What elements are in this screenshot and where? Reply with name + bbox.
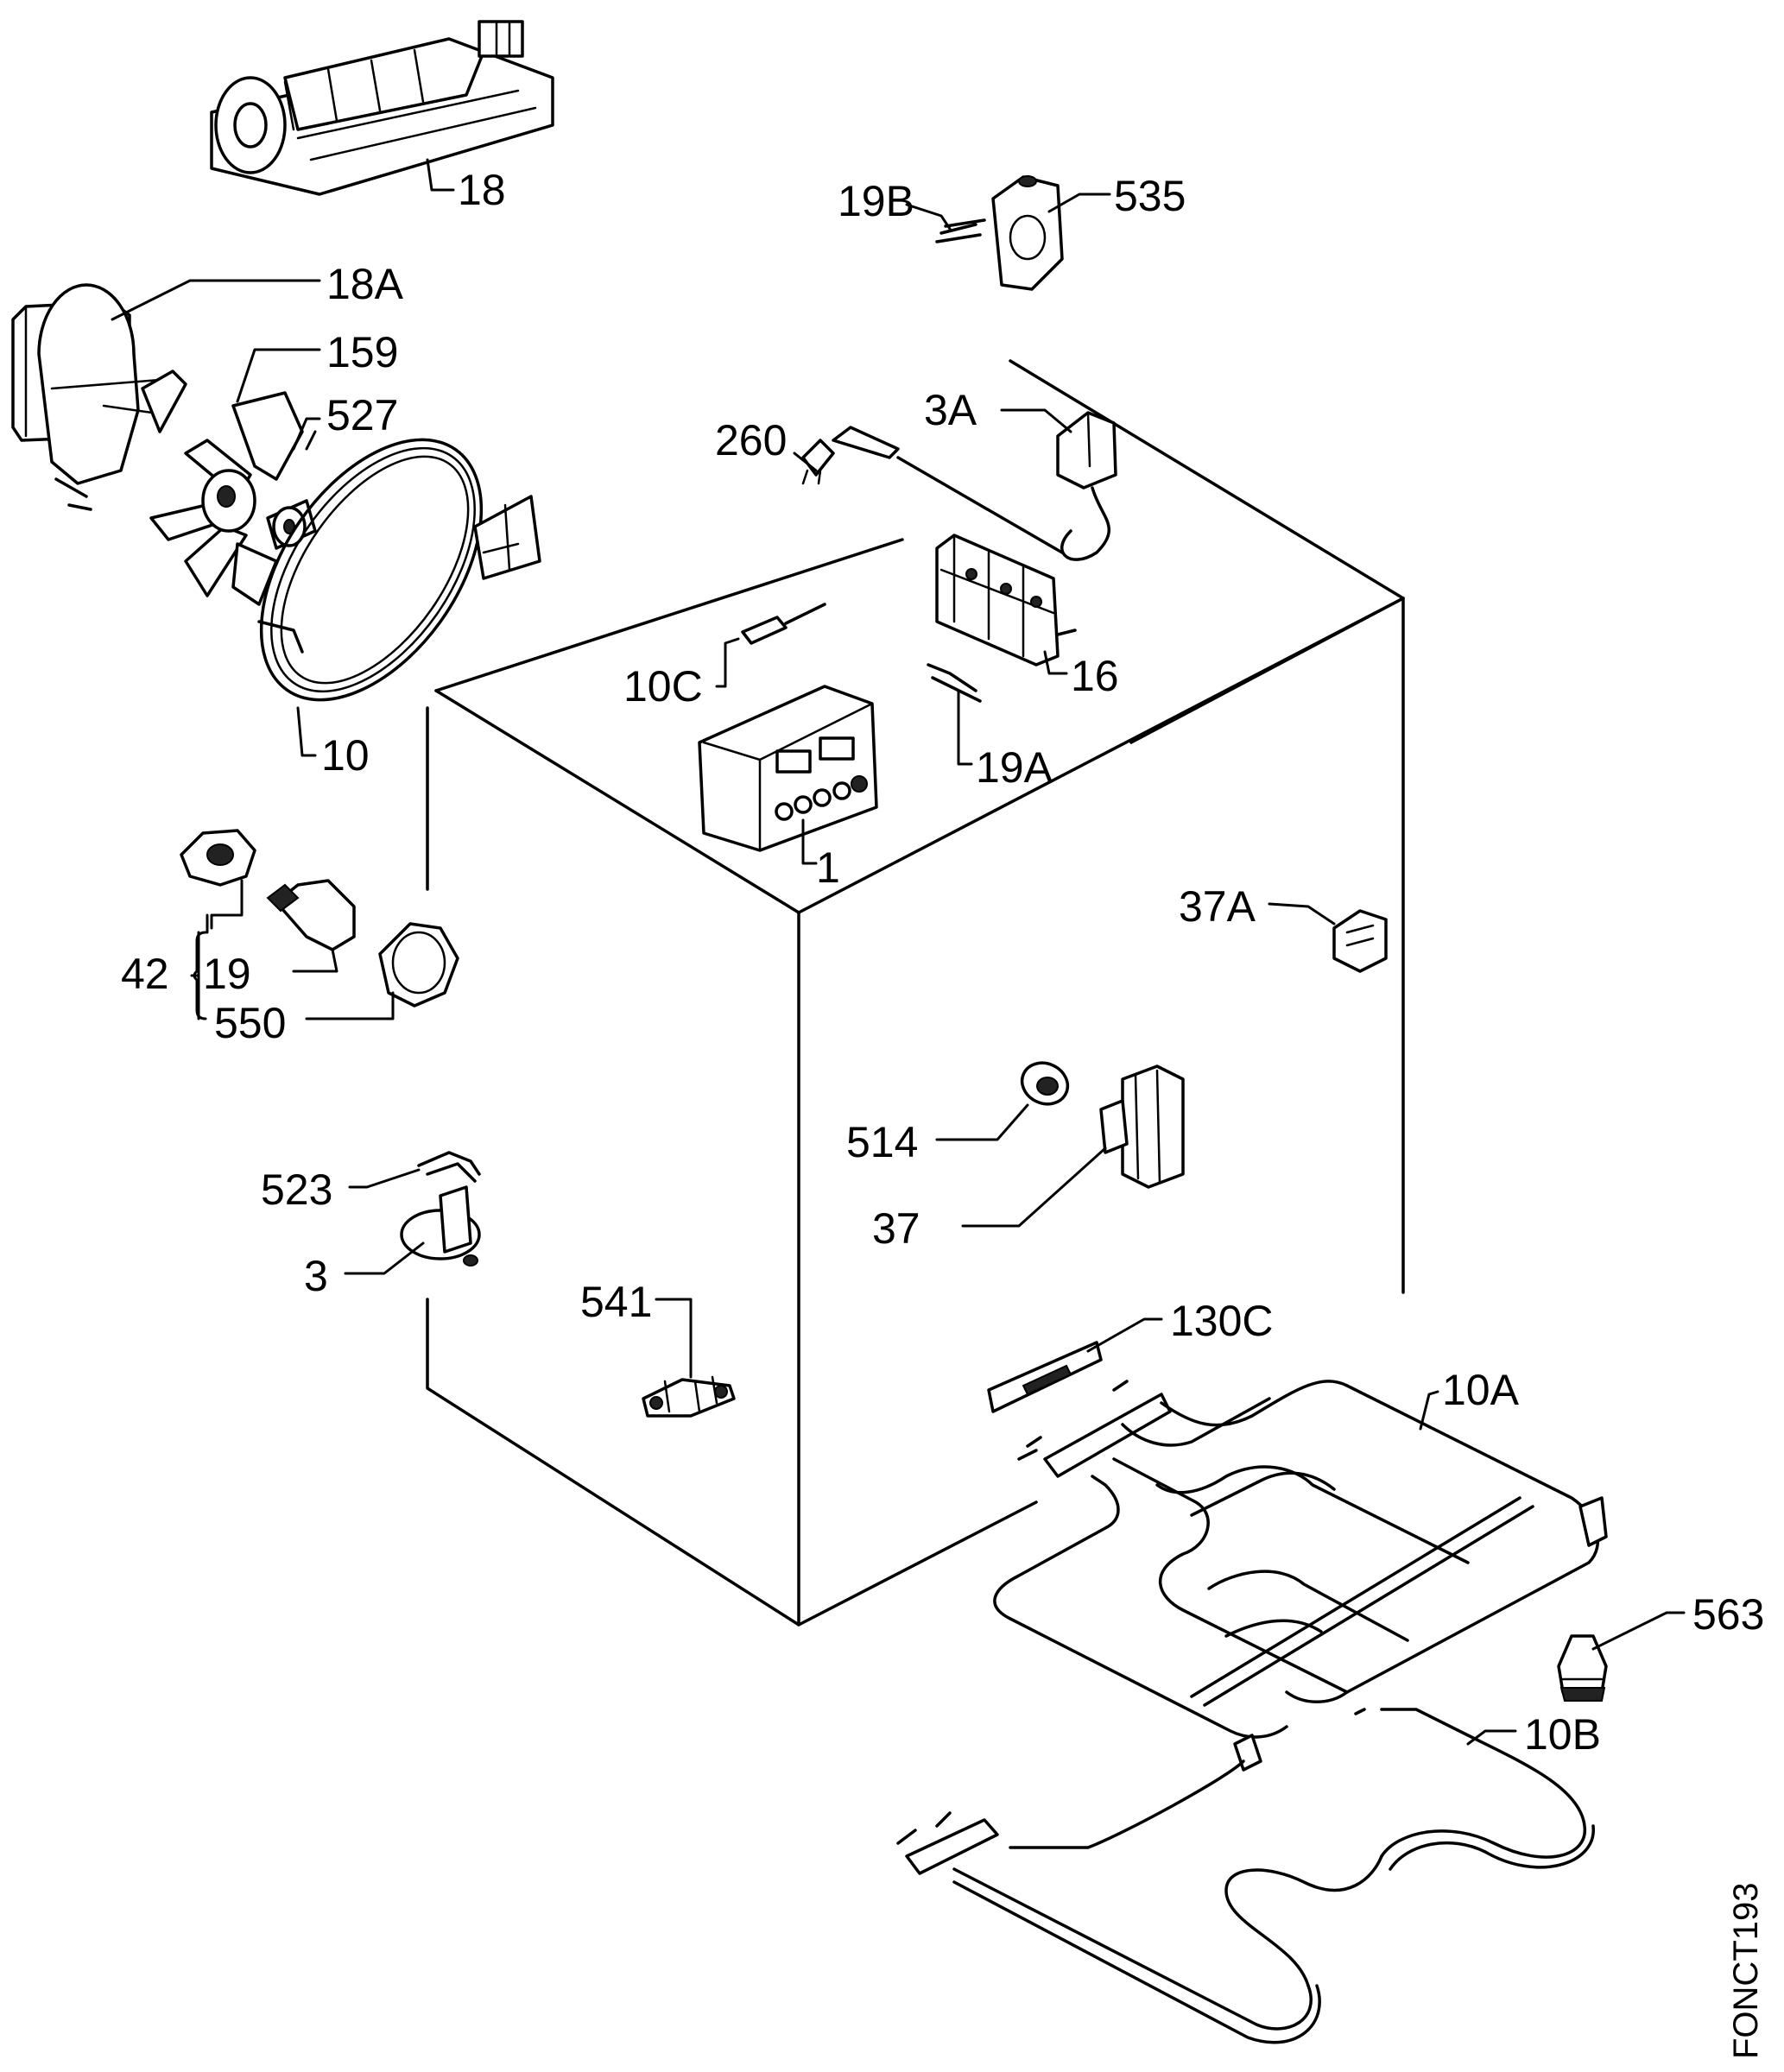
svg-text:37: 37	[872, 1204, 920, 1253]
svg-text:10B: 10B	[1524, 1710, 1601, 1759]
label-18a: 18A	[111, 260, 404, 321]
thermostat-wire-part	[417, 1151, 481, 1183]
label-514: 514	[846, 1103, 1029, 1166]
label-19b: 19B	[838, 177, 952, 231]
programmer-part	[698, 685, 878, 852]
label-10b: 10B	[1466, 1710, 1601, 1759]
support-bracket-part	[987, 1341, 1103, 1413]
label-159: 159	[236, 328, 398, 403]
circular-element-part	[257, 438, 541, 702]
svg-text:3: 3	[304, 1252, 328, 1300]
label-42-bracket	[190, 879, 244, 1020]
lamp-bulb-part	[266, 879, 356, 951]
fan-motor-part	[11, 283, 187, 511]
svg-text:19B: 19B	[838, 177, 914, 225]
label-19: 19	[203, 948, 338, 998]
label-541: 541	[580, 1278, 693, 1379]
fan-nut-part	[272, 506, 307, 547]
svg-text:130C: 130C	[1170, 1297, 1274, 1345]
svg-text:37A: 37A	[1179, 882, 1256, 931]
top-grill-element-part	[993, 1380, 1608, 1772]
svg-text:535: 535	[1114, 172, 1186, 220]
oven-cabinet	[426, 359, 1405, 1627]
svg-text:550: 550	[214, 999, 286, 1047]
spacer-part	[1557, 1634, 1608, 1702]
label-260: 260	[715, 416, 818, 472]
svg-text:159: 159	[326, 328, 398, 376]
terminal-block-part	[935, 534, 1077, 666]
label-1: 1	[801, 818, 840, 892]
switch-37a-part	[1332, 909, 1388, 973]
svg-text:3A: 3A	[924, 386, 977, 434]
svg-text:523: 523	[261, 1166, 332, 1214]
svg-text:1: 1	[816, 843, 840, 892]
svg-text:563: 563	[1692, 1590, 1764, 1639]
svg-text:10A: 10A	[1442, 1366, 1520, 1414]
svg-text:527: 527	[326, 391, 398, 439]
svg-text:42: 42	[121, 950, 169, 998]
label-130c: 130C	[1086, 1297, 1274, 1353]
label-523: 523	[261, 1166, 421, 1214]
bottom-element-part	[896, 1708, 1595, 2044]
lamp-holder-part	[180, 829, 256, 887]
svg-text:16: 16	[1071, 652, 1119, 700]
diagram-code: FONCT193	[1727, 1883, 1765, 2060]
safety-thermostat-part	[400, 1185, 481, 1267]
label-527: 527	[292, 391, 398, 451]
svg-text:260: 260	[715, 416, 787, 464]
tangential-fan-part	[210, 20, 554, 196]
label-3: 3	[304, 1241, 425, 1300]
svg-text:541: 541	[580, 1278, 652, 1326]
label-19a: 19A	[957, 689, 1053, 792]
selector-switch-part	[1099, 1064, 1185, 1189]
probe-part	[801, 439, 835, 485]
connector-part	[642, 1375, 736, 1418]
svg-text:19A: 19A	[976, 743, 1053, 792]
label-10a: 10A	[1419, 1366, 1520, 1431]
svg-text:19: 19	[203, 950, 251, 998]
door-switch-part	[935, 175, 1064, 291]
fuse-part	[741, 603, 826, 645]
label-535: 535	[1047, 172, 1186, 220]
svg-text:514: 514	[846, 1118, 918, 1166]
label-37a: 37A	[1179, 882, 1336, 931]
label-37: 37	[872, 1147, 1107, 1253]
label-10: 10	[296, 706, 370, 780]
svg-text:10: 10	[321, 731, 370, 780]
label-42: 42	[121, 950, 169, 998]
svg-text:18A: 18A	[326, 260, 404, 308]
svg-text:18: 18	[458, 166, 506, 214]
grommet-part	[1020, 1061, 1070, 1106]
label-16: 16	[1043, 650, 1119, 700]
label-10c: 10C	[623, 637, 740, 711]
label-550: 550	[214, 991, 395, 1047]
fan-blade-part	[149, 391, 317, 606]
lamp-wire-part	[927, 663, 982, 703]
thermostat-3a-part	[832, 411, 1117, 561]
label-18: 18	[426, 158, 506, 214]
svg-text:10C: 10C	[623, 662, 703, 711]
label-3a: 3A	[924, 386, 1072, 434]
label-563: 563	[1591, 1590, 1764, 1651]
